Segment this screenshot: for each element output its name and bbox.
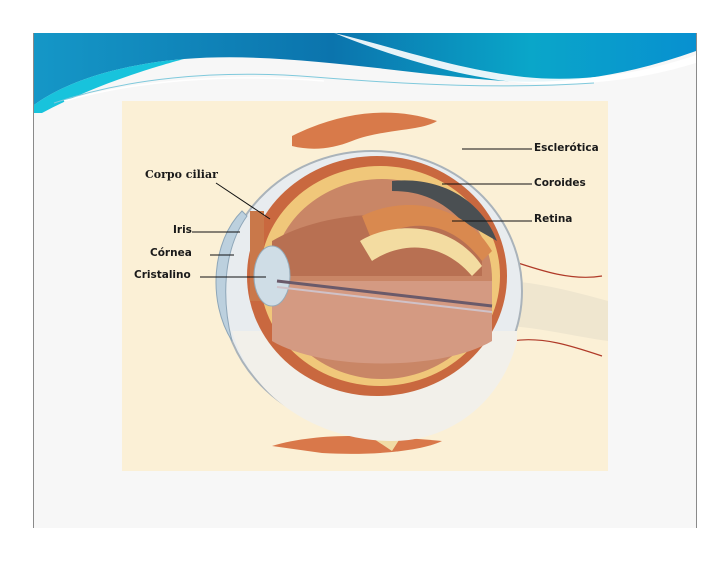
label-corpo-ciliar: Corpo ciliar: [145, 168, 218, 181]
slide: Corpo ciliar Iris Córnea Cristalino Escl…: [33, 33, 697, 528]
label-esclerotica: Esclerótica: [534, 142, 599, 154]
label-cristalino: Cristalino: [134, 269, 191, 281]
wave-banner: [34, 33, 696, 113]
label-iris: Iris: [173, 224, 192, 236]
label-retina: Retina: [534, 213, 573, 225]
eye-cross-section-illustration: [192, 112, 608, 454]
label-cornea: Córnea: [150, 247, 192, 259]
label-coroides: Coroides: [534, 177, 586, 189]
eye-anatomy-figure: Corpo ciliar Iris Córnea Cristalino Escl…: [122, 101, 608, 471]
